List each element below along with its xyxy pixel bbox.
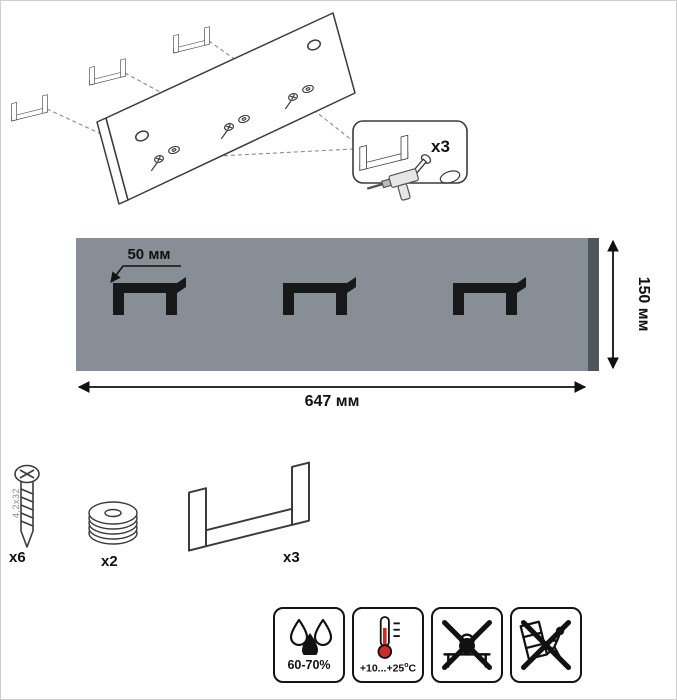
- screw-part: [7, 463, 51, 555]
- humidity-range-label: 60-70%: [287, 657, 331, 672]
- hook-offset-arrow: [110, 265, 181, 283]
- thermometer-icon: [377, 616, 400, 660]
- screw-icon: [14, 464, 40, 548]
- panel-dimension-drawing: 50 мм 150 мм 647 мм: [76, 238, 652, 410]
- panel-board-edge: [588, 238, 599, 371]
- width-dimension-label: 647 мм: [305, 393, 360, 409]
- washer-quantity-label: x2: [101, 553, 118, 570]
- hardware-callout: x3: [352, 120, 468, 201]
- exploded-assembly-view: x3: [1, 1, 481, 241]
- exploded-view-drawing: x3: [11, 12, 468, 205]
- hook-bracket-icon: [173, 26, 210, 54]
- callout-washer-icon: [439, 170, 461, 184]
- screw-size-label: 4,2x32: [11, 487, 21, 519]
- no-heavy-load-icon: [441, 619, 493, 671]
- mounting-board: [96, 12, 356, 205]
- temperature-box: +10...+25оС: [352, 607, 424, 683]
- bracket-quantity-label: x3: [283, 549, 300, 566]
- temperature-range-label: +10...+25оС: [360, 662, 416, 675]
- humidity-box: 60-70%: [273, 607, 345, 683]
- drill-icon: [366, 168, 419, 201]
- water-drops-icon: [289, 618, 333, 655]
- callout-quantity-label: x3: [431, 137, 450, 156]
- panel-front-view: 50 мм 150 мм 647 мм: [61, 229, 661, 414]
- temperature-unit: С: [408, 662, 417, 675]
- washer-part: [83, 493, 143, 549]
- hook-offset-dimension-label: 50 мм: [127, 246, 170, 263]
- no-climb-push-icon: [519, 619, 572, 671]
- hook-bracket-icon: [89, 58, 126, 86]
- hook-bracket-large-icon: [188, 461, 310, 552]
- washer-stack-icon: [88, 501, 138, 545]
- temperature-degree: о: [404, 662, 409, 670]
- bracket-part: [173, 453, 333, 557]
- no-heavy-load-box: [431, 607, 503, 683]
- temperature-value: +10...+25: [359, 662, 405, 675]
- screw-quantity-label: x6: [9, 549, 26, 566]
- hook-bracket-icon: [11, 94, 48, 122]
- height-dimension-label: 150 мм: [635, 277, 652, 332]
- panel-board-face: [76, 238, 588, 371]
- care-icons-row: 60-70% +10...+25оС: [273, 607, 582, 683]
- no-climb-push-box: [510, 607, 582, 683]
